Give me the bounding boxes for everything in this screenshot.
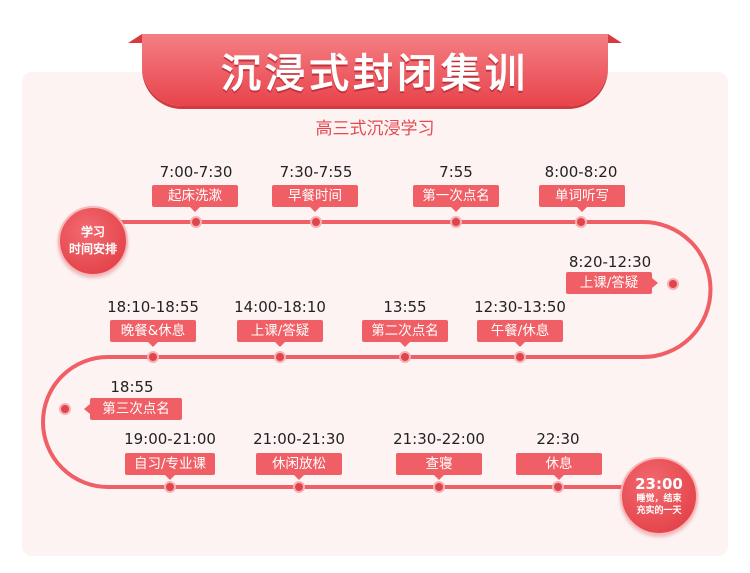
title-banner: 沉浸式封闭集训: [142, 34, 608, 106]
end-bubble-line1: 睡觉，结束: [636, 494, 682, 504]
end-bubble-line2: 充实的一天: [636, 506, 682, 516]
timeline-dot-10: [59, 403, 71, 415]
banner-fold-right: [608, 34, 622, 43]
time-item-13: 21:30-22:00: [393, 430, 485, 448]
start-bubble: 学习 时间安排: [58, 206, 128, 276]
activity-label-1: 起床洗漱: [152, 185, 238, 212]
timeline-path: [41, 220, 713, 489]
activity-label-11: 自习/专业课: [125, 453, 215, 480]
timeline-dot-11: [164, 481, 176, 493]
schedule-card: [22, 72, 728, 556]
activity-label-5: 上课/答疑: [566, 272, 658, 294]
timeline-dot-12: [293, 481, 305, 493]
page-subtitle: 高三式沉浸学习: [315, 119, 435, 139]
timeline-dot-3: [450, 216, 462, 228]
timeline-dot-1: [190, 216, 202, 228]
timeline-dot-2: [310, 216, 322, 228]
activity-label-4: 单词听写: [539, 185, 625, 212]
banner-fold-left: [128, 34, 142, 43]
time-item-7: 13:55: [383, 298, 427, 316]
time-item-2: 7:30-7:55: [279, 163, 353, 181]
time-item-8: 14:00-18:10: [234, 298, 326, 316]
start-bubble-line2: 时间安排: [68, 242, 117, 256]
time-item-1: 7:00-7:30: [159, 163, 233, 181]
activity-label-10: 第三次点名: [84, 398, 182, 420]
activity-label-14: 休息: [516, 453, 602, 480]
activity-label-8: 上课/答疑: [237, 320, 323, 347]
timeline-dot-14: [552, 481, 564, 493]
time-item-10: 18:55: [110, 378, 154, 396]
timeline-dot-5: [667, 278, 679, 290]
time-item-14: 22:30: [536, 430, 580, 448]
timeline-dot-13: [433, 481, 445, 493]
timeline-dot-8: [274, 351, 286, 363]
end-bubble: 23:00 睡觉，结束 充实的一天: [620, 457, 698, 535]
activity-label-12: 休闲放松: [256, 453, 342, 480]
timeline-dot-6: [514, 351, 526, 363]
start-bubble-line1: 学习: [80, 225, 105, 239]
time-item-3: 7:55: [439, 163, 473, 181]
activity-label-7: 第二次点名: [362, 320, 448, 347]
activity-label-3: 第一次点名: [413, 185, 499, 212]
time-item-9: 18:10-18:55: [107, 298, 199, 316]
time-item-11: 19:00-21:00: [124, 430, 216, 448]
activity-label-2: 早餐时间: [272, 185, 358, 212]
activity-label-9: 晚餐&休息: [110, 320, 196, 347]
timeline-dot-4: [575, 216, 587, 228]
time-item-5: 8:20-12:30: [568, 253, 652, 271]
page-title: 沉浸式封闭集训: [221, 51, 529, 97]
activity-label-6: 午餐/休息: [477, 320, 563, 347]
timeline-dot-9: [147, 351, 159, 363]
time-item-4: 8:00-8:20: [544, 163, 618, 181]
time-item-12: 21:00-21:30: [253, 430, 345, 448]
end-bubble-time: 23:00: [635, 475, 683, 493]
timeline-dot-7: [399, 351, 411, 363]
time-item-6: 12:30-13:50: [474, 298, 566, 316]
activity-label-13: 查寝: [396, 453, 482, 480]
